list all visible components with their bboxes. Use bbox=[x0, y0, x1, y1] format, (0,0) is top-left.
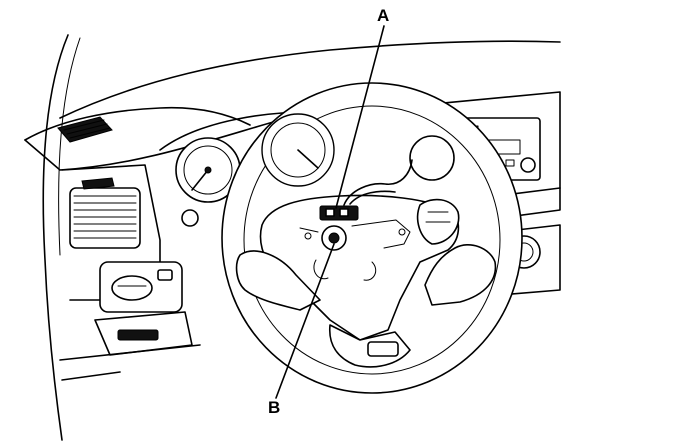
small-switch bbox=[157, 269, 173, 281]
lower-left-panel bbox=[94, 311, 193, 356]
light-switch-knob bbox=[111, 275, 153, 301]
wiring-harness bbox=[343, 159, 413, 206]
radio-tune-knob bbox=[520, 157, 536, 173]
a-pillar bbox=[42, 34, 69, 441]
a-pillar-inner bbox=[58, 37, 81, 256]
leader-line-b bbox=[275, 243, 335, 399]
hood-release bbox=[117, 329, 159, 341]
dashboard-top bbox=[59, 40, 561, 119]
dimmer-knob bbox=[181, 209, 199, 227]
left-air-vent bbox=[69, 187, 141, 249]
upper-vent-slot bbox=[81, 177, 115, 190]
steering-wheel-left-spoke bbox=[235, 250, 321, 311]
spoke-cover-bottom bbox=[367, 341, 399, 357]
leader-line-a bbox=[335, 25, 385, 209]
callout-label-b: B bbox=[268, 398, 281, 417]
callout-label-a: A bbox=[377, 6, 390, 25]
dashboard-upper-ledge bbox=[24, 106, 251, 141]
steering-wheel-right-spoke bbox=[424, 244, 497, 306]
center-vent-partial bbox=[409, 135, 455, 181]
left-air-vent-slats bbox=[73, 195, 137, 239]
